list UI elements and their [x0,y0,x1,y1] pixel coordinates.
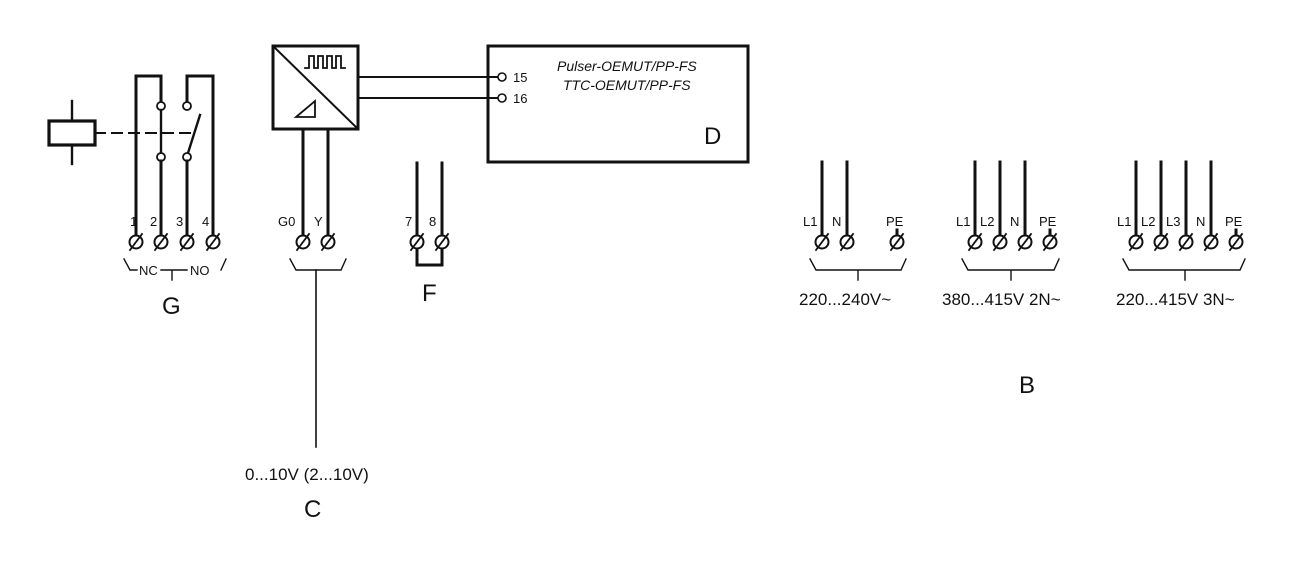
controller-box [486,44,750,164]
terminal-screw-icon [1017,232,1033,252]
terminal-screw-icon [434,232,450,252]
terminal-label-g0: G0 [278,214,295,229]
supply-3-terminal-n: N [1196,214,1205,229]
terminal-label-y: Y [314,214,323,229]
group-f-letter: F [422,280,437,307]
no-contact-upper-icon [182,101,192,111]
controller-model-line2: TTC-OEMUT/PP-FS [563,77,691,93]
nc-contact-wire [134,74,163,240]
controller-model-line1: Pulser-OEMUT/PP-FS [557,58,697,74]
supply-2-terminal-n: N [1010,214,1019,229]
signal-converter-diagonal [271,44,360,131]
terminal-screw-icon [153,232,169,252]
terminal-screw-icon [967,232,983,252]
pulse-waveform-icon [304,55,346,69]
signal-range-label: 0...10V (2...10V) [245,465,369,484]
supply-3-terminal-l3: L3 [1166,214,1180,229]
group-c-brace [289,258,347,271]
bridge-wire [415,161,444,267]
supply-2-terminal-l1: L1 [956,214,970,229]
pin-label-16: 16 [513,91,527,106]
terminal-screw-icon [320,232,336,252]
supply-1-terminal-l1: L1 [803,214,817,229]
ramp-signal-icon [293,99,316,118]
supply-option-2: L1 L2 N PE 380...415V 2N~ [942,160,1061,309]
group-d-letter: D [704,123,721,150]
no-contact-switch-blade [186,113,202,155]
contact-label-no: NO [190,263,210,278]
terminal-screw-icon [814,232,830,252]
supply-option-1: L1 N PE 220...240V~ [799,160,907,309]
terminal-screw-icon [409,232,425,252]
supply-3-terminal-pe: PE [1225,214,1243,229]
supply-2-brace [961,258,1060,281]
terminal-label-2: 2 [150,214,157,229]
supply-1-brace [809,258,907,281]
signal-converter-box [271,44,360,131]
group-g-brace [123,258,227,281]
terminal-screw-icon [992,232,1008,252]
terminal-screw-icon [128,232,144,252]
supply-3-terminal-l1: L1 [1117,214,1131,229]
supply-1-terminal-pe: PE [886,214,904,229]
pin-16-icon [497,93,507,103]
relay-coil-icon [47,119,97,147]
supply-3-brace [1122,258,1246,281]
group-b-power-supply: L1 N PE 220...240V~ L1 L2 N PE 380...415… [799,160,1246,399]
terminal-label-3: 3 [176,214,183,229]
terminal-screw-icon [1042,232,1058,252]
pin-15-icon [497,72,507,82]
terminal-screw-icon [1203,232,1219,252]
group-c-signal-input: G0 Y 0...10V (2...10V) C [245,44,369,523]
group-g-letter: G [162,293,181,320]
terminal-screw-icon [205,232,221,252]
group-f-bridge: 7 8 F [405,161,450,307]
group-d-controller: 15 16 Pulser-OEMUT/PP-FS TTC-OEMUT/PP-FS… [357,44,750,164]
terminal-screw-icon [839,232,855,252]
group-c-letter: C [304,496,321,523]
terminal-screw-icon [295,232,311,252]
supply-3-voltage: 220...415V 3N~ [1116,290,1235,309]
supply-3-terminal-l2: L2 [1141,214,1155,229]
terminal-screw-icon [1228,232,1244,252]
supply-1-terminal-n: N [832,214,841,229]
group-b-letter: B [1019,372,1035,399]
group-g-relay: 1 2 3 4 NC NO G [47,74,227,320]
terminal-label-1: 1 [130,214,137,229]
supply-2-voltage: 380...415V 2N~ [942,290,1061,309]
terminal-screw-icon [1128,232,1144,252]
supply-2-terminal-pe: PE [1039,214,1057,229]
supply-2-terminal-l2: L2 [980,214,994,229]
terminal-label-7: 7 [405,214,412,229]
terminal-screw-icon [1153,232,1169,252]
supply-1-voltage: 220...240V~ [799,290,891,309]
terminal-label-4: 4 [202,214,209,229]
no-contact-wire [185,74,215,240]
terminal-screw-icon [889,232,905,252]
supply-option-3: L1 L2 L3 N PE 220...415V 3N~ [1116,160,1246,309]
terminal-screw-icon [179,232,195,252]
terminal-label-8: 8 [429,214,436,229]
pin-label-15: 15 [513,70,527,85]
contact-label-nc: NC [139,263,158,278]
terminal-screw-icon [1178,232,1194,252]
